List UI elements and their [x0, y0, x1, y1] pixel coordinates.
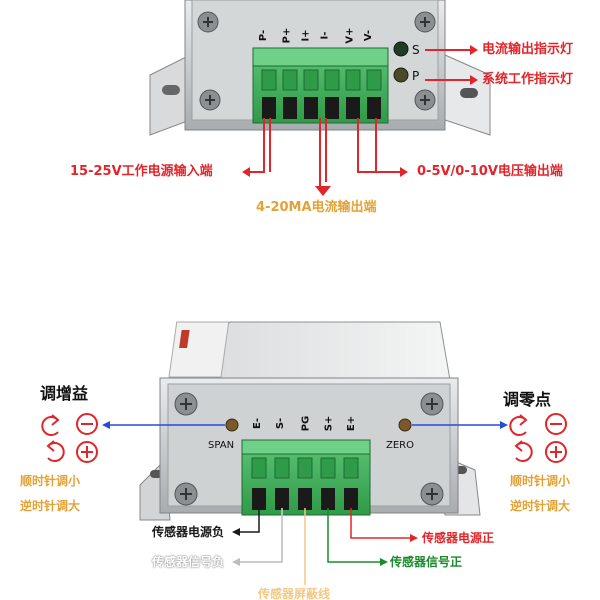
sensor-signal-neg-label: 传感器信号负 [152, 555, 225, 569]
bottom-pin-label-3: PG [300, 415, 312, 432]
bottom-pin-label-1: E- [251, 418, 263, 429]
top-right-slot [460, 88, 478, 98]
rotate-ccw-minus-icon-left [41, 413, 98, 436]
gain-adjust-title: 调增益 [40, 384, 89, 403]
zero-label: ZERO [386, 440, 414, 451]
sensor-power-pos-label: 传感器电源正 [422, 531, 495, 545]
bottom-terminal-slots [252, 488, 358, 510]
bottom-pin-label-5: E+ [346, 415, 358, 432]
power-input-label: 15-25V工作电源输入端 [70, 164, 213, 179]
sensor-shield-label: 传感器屏蔽线 [258, 587, 331, 600]
led-p-label: P [412, 69, 420, 83]
span-label: SPAN [208, 440, 235, 451]
voltage-output-label: 0-5V/0-10V电压输出端 [417, 164, 563, 179]
top-pin-label-4: I- [319, 31, 331, 40]
top-terminal-slots [262, 97, 381, 119]
current-output-label: 4-20MA电流输出端 [256, 200, 377, 215]
bottom-pin-label-2: S- [275, 417, 287, 430]
top-pin-label-1: P- [258, 29, 270, 42]
bottom-device [139, 321, 481, 521]
cw-decrease-left: 顺时针调小 [20, 474, 81, 488]
sensor-power-neg-label: 传感器电源负 [152, 525, 225, 539]
bottom-label-sticker [168, 321, 230, 378]
top-left-slot [162, 85, 180, 95]
top-device [149, 0, 491, 136]
bottom-pin-label-4: S+ [323, 415, 335, 432]
top-led-s [393, 41, 409, 57]
cw-decrease-right: 顺时针调小 [510, 474, 571, 488]
ccw-increase-right: 逆时针调大 [510, 499, 571, 513]
callout-arrowheads [102, 421, 508, 566]
rotate-ccw-minus-icon-right [509, 413, 567, 436]
top-pin-label-6: V- [363, 29, 375, 42]
top-led-p [393, 67, 409, 83]
top-callout-lines [250, 49, 470, 190]
rotate-cw-plus-icon-left [46, 440, 98, 463]
led-s-label: S [412, 43, 420, 57]
top-pin-label-5: V+ [344, 27, 356, 44]
top-pin-label-3: I+ [300, 29, 312, 42]
bottom-callout-lines [110, 424, 500, 585]
zero-potentiometer[interactable] [398, 418, 412, 432]
system-led-label: 系统工作指示灯 [482, 72, 574, 87]
span-potentiometer[interactable] [225, 418, 239, 432]
ccw-increase-left: 逆时针调大 [20, 499, 81, 513]
zero-adjust-title: 调零点 [503, 390, 552, 409]
rotate-cw-plus-icon-right [514, 440, 567, 463]
current-led-label: 电流输出指示灯 [482, 42, 574, 57]
sensor-signal-pos-label: 传感器信号正 [390, 555, 463, 569]
top-pin-label-2: P+ [281, 27, 293, 44]
